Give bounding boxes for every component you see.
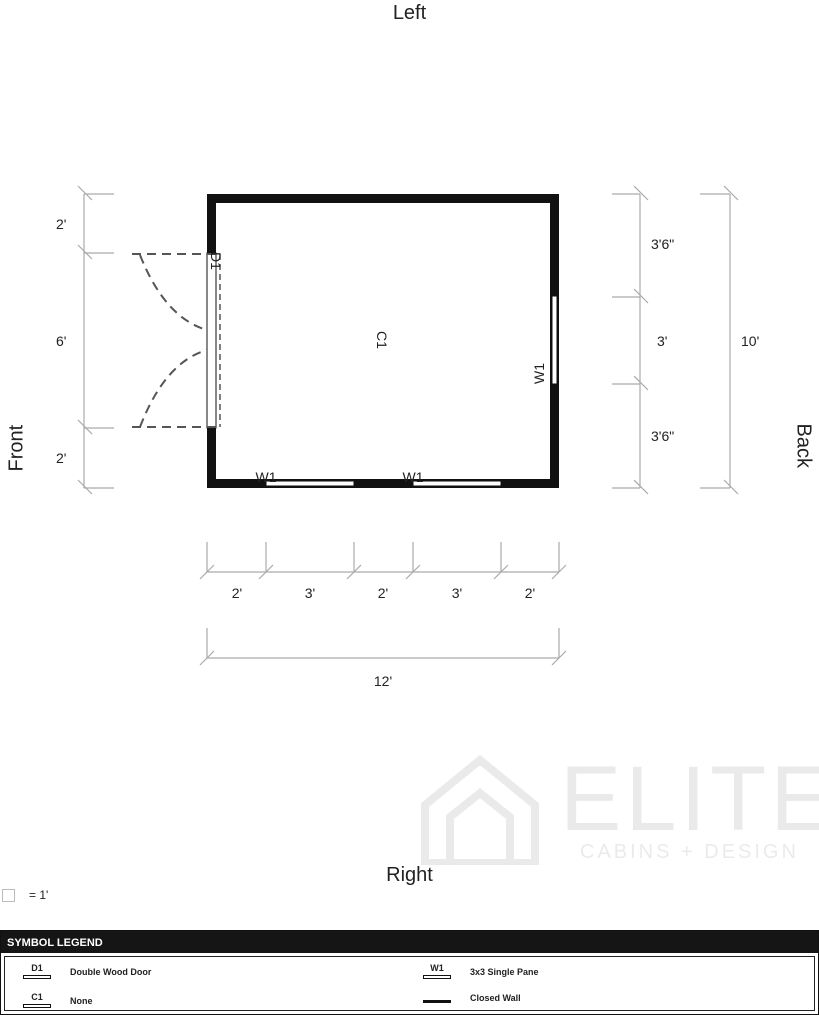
window-tag-bottom-2: W1 [403,469,424,485]
legend-item-door: D1 Double Wood Door [20,964,151,979]
watermark-title: ELITE [560,748,819,850]
scale-square-icon [2,888,15,902]
watermark-logo: ELITE CABINS + DESIGN [420,748,819,867]
closed-wall-icon [423,999,451,1003]
legend-item-closed-wall: Closed Wall [420,993,521,1003]
door-opening [206,252,217,429]
window-symbol-icon [423,975,451,979]
center-tag: C1 [374,331,390,349]
dim-back-total: 10' [741,333,759,349]
door-swing-upper [139,254,208,331]
dim-bottom-5: 2' [525,585,535,601]
wall-bottom [207,479,559,488]
front-dimension-lines [77,185,114,495]
window-bottom-1 [265,480,355,487]
window-right [551,295,558,385]
legend-item-c1: C1 None [20,993,93,1008]
dim-back-mid: 3' [657,333,667,349]
legend-label-door: Double Wood Door [70,966,152,977]
door-tag: D1 [208,252,224,270]
c1-symbol-icon [23,1004,51,1008]
floor-plan: C1 D1 W1 W1 W1 2' 6' 2' 3'6" 3' 3'6" 10' [56,185,759,689]
window-bottom-2 [412,480,502,487]
side-label-right: Right [386,864,433,886]
legend-code-window: W1 [430,963,444,973]
legend-label-c1: None [70,995,93,1006]
dim-front-bottom: 2' [56,450,66,466]
legend-body: D1 Double Wood Door W1 3x3 Single Pane C… [4,956,815,1011]
window-tag-bottom-1: W1 [256,469,277,485]
dim-back-bottom: 3'6" [651,428,674,444]
bottom-dimension-lines [199,542,567,666]
wall-top [207,194,559,203]
legend-title: SYMBOL LEGEND [1,931,818,953]
dim-bottom-total: 12' [374,673,392,689]
scale-text: = 1' [29,888,49,902]
door-symbol-icon [23,975,51,979]
dim-bottom-2: 3' [305,585,315,601]
door-swing-lower [139,349,208,428]
dim-bottom-3: 2' [378,585,388,601]
dim-bottom-1: 2' [232,585,242,601]
dim-back-top: 3'6" [651,236,674,252]
legend-item-window: W1 3x3 Single Pane [420,964,539,979]
watermark-subtitle: CABINS + DESIGN [580,841,799,863]
side-label-left: Left [392,2,427,24]
back-dimension-lines [612,185,739,495]
scale-indicator: = 1' [2,888,48,902]
legend-code-door: D1 [31,963,43,973]
window-tag-right: W1 [531,363,547,384]
legend-code-c1: C1 [31,992,43,1002]
dim-front-top: 2' [56,216,66,232]
legend-label-window: 3x3 Single Pane [470,966,539,977]
symbol-legend: SYMBOL LEGEND D1 Double Wood Door W1 3x3… [0,930,819,1015]
legend-label-closed-wall: Closed Wall [470,993,521,1003]
dim-bottom-4: 3' [452,585,462,601]
house-icon [421,754,539,867]
dim-front-mid: 6' [56,333,66,349]
